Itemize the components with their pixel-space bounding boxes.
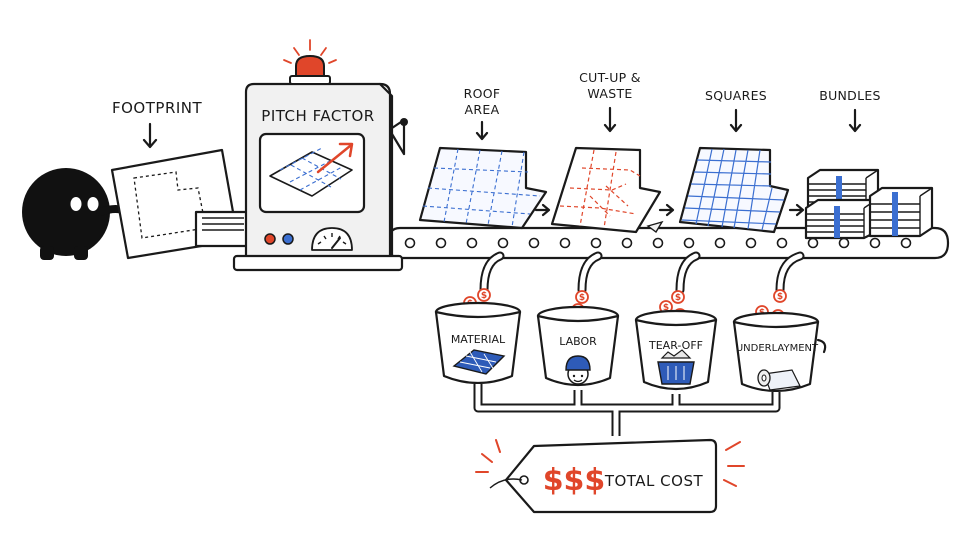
squares-sheet (678, 146, 790, 234)
bucket-tearoff-label: TEAR-OFF (648, 339, 703, 352)
arrow-3 (788, 203, 805, 217)
roller (466, 237, 478, 249)
bundles-label: BUNDLES (819, 88, 881, 103)
debris-bin-icon (657, 349, 695, 385)
character (22, 168, 130, 260)
underlayment-roll-icon (757, 369, 801, 391)
roller (621, 237, 633, 249)
roller (559, 237, 571, 249)
roller (776, 237, 788, 249)
bucket-labor-label: LABOR (559, 335, 597, 348)
total-cost-symbol: $$$ (543, 463, 606, 498)
feed-pipes (479, 251, 805, 295)
roller (590, 237, 602, 249)
bucket-material-label: MATERIAL (451, 333, 506, 346)
roller (404, 237, 416, 249)
conveyor-rollers (404, 237, 912, 249)
svg-text:$: $ (675, 293, 681, 303)
collector-pipes (473, 384, 781, 436)
gauge-icon (311, 227, 353, 251)
bucket-underlayment-label: UNDERLAYMENT (736, 343, 819, 354)
bucket-underlayment: UNDERLAYMENT (732, 311, 827, 393)
roller (714, 237, 726, 249)
svg-text:$: $ (663, 303, 669, 313)
roller (497, 237, 509, 249)
cutup-label-line1: CUT-UP & (579, 70, 641, 85)
roller (652, 237, 664, 249)
roof-area-label-line2: AREA (465, 102, 500, 117)
pitch-arrow-icon (316, 142, 354, 174)
roller (869, 237, 881, 249)
bucket-material: MATERIAL (434, 301, 522, 385)
roller (838, 237, 850, 249)
roller (435, 237, 447, 249)
cutup-waste-sheet (550, 146, 664, 234)
arrow-2 (658, 203, 675, 217)
arrow-1 (534, 203, 551, 217)
squares-label-group: SQUARES (705, 88, 767, 133)
roof-area-label-group: ROOF AREA (464, 86, 501, 141)
roller (528, 237, 540, 249)
svg-text:$: $ (481, 291, 487, 301)
squares-label: SQUARES (705, 88, 767, 103)
roller (745, 237, 757, 249)
bucket-tearoff: TEAR-OFF (634, 309, 718, 391)
shingles-icon (452, 349, 506, 375)
cutup-label-line2: WASTE (587, 86, 632, 101)
svg-text:$: $ (777, 292, 783, 302)
svg-text:$: $ (579, 293, 585, 303)
bundles-label-group: BUNDLES (819, 88, 881, 133)
roof-area-sheet (418, 146, 548, 230)
footprint-label: FOOTPRINT (112, 99, 203, 117)
blue-button[interactable] (282, 233, 294, 245)
roof-area-label-line1: ROOF (464, 86, 501, 101)
roller (807, 237, 819, 249)
pitch-factor-machine: PITCH FACTOR (232, 39, 408, 272)
cutup-label-group: CUT-UP & WASTE (579, 70, 641, 133)
total-cost-label: TOTAL COST (604, 472, 704, 490)
alarm-light-icon (283, 39, 337, 85)
roller (900, 237, 912, 249)
machine-label: PITCH FACTOR (261, 107, 374, 125)
worker-hardhat-icon (565, 355, 591, 385)
bundles-stack (804, 168, 934, 240)
total-cost-tag: $$$ TOTAL COST (475, 438, 745, 514)
roller (683, 237, 695, 249)
red-button[interactable] (264, 233, 276, 245)
input-tray (194, 210, 250, 248)
footprint-label-group: FOOTPRINT (112, 99, 203, 149)
bucket-labor: LABOR (536, 305, 620, 387)
